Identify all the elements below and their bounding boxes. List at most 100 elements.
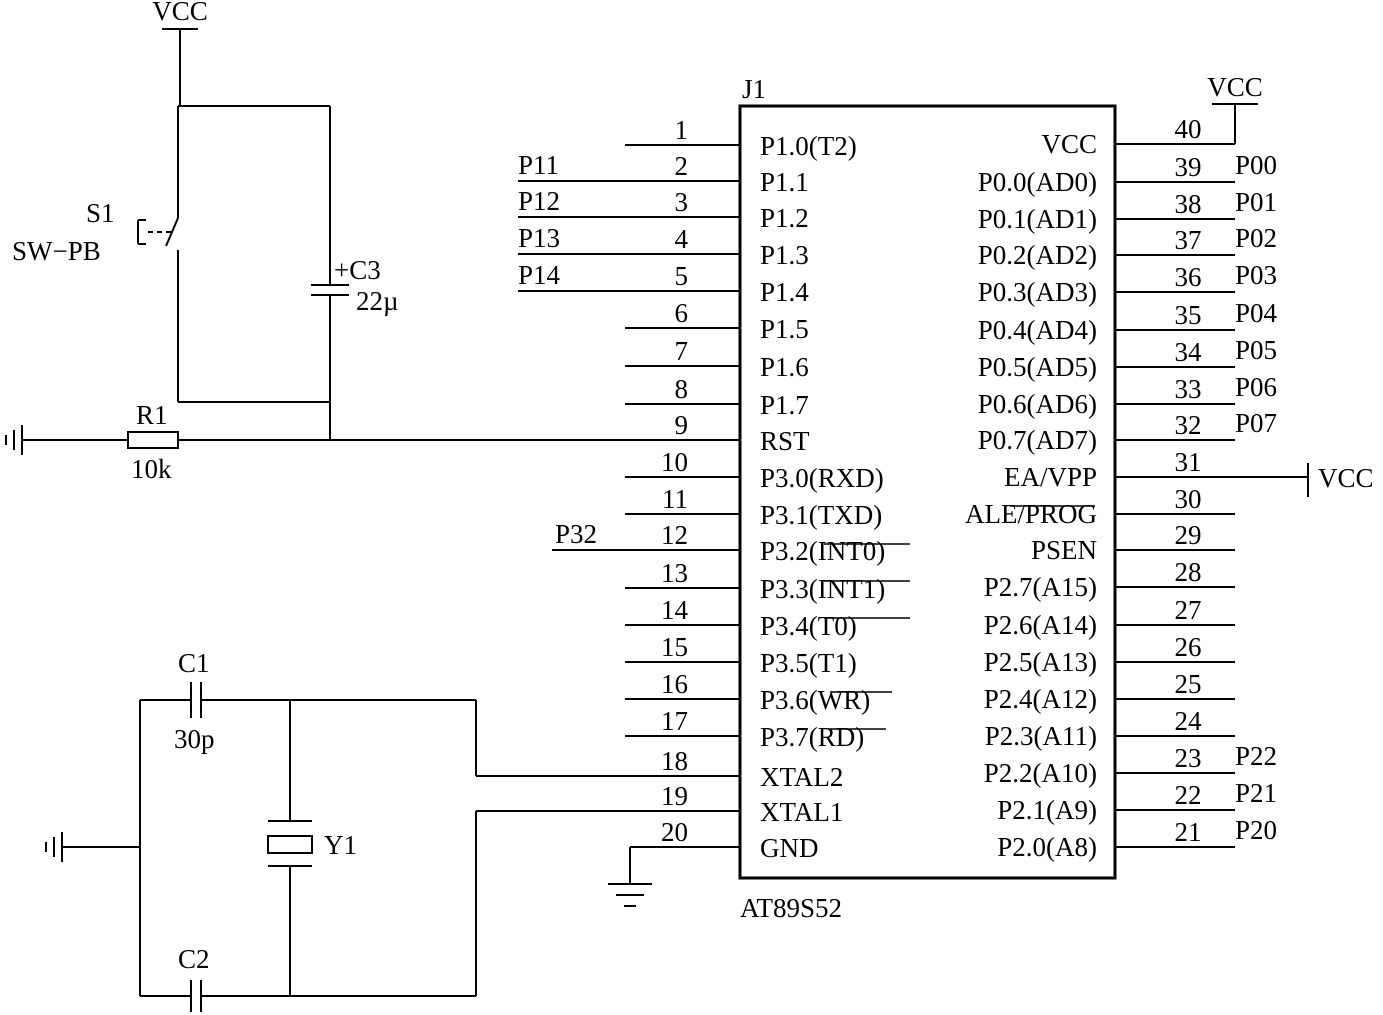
pin-name: P3.0(RXD) xyxy=(760,463,884,493)
chip-designator: J1 xyxy=(742,74,766,104)
pin-name: P2.7(A15) xyxy=(984,572,1097,602)
c2-ref: C2 xyxy=(178,944,210,974)
pin-number: 11 xyxy=(662,484,688,514)
net-label: P04 xyxy=(1235,298,1278,328)
switch-s1-ref: S1 xyxy=(86,198,115,228)
net-label: VCC xyxy=(1318,463,1374,493)
pin-name: ALE/PROG xyxy=(965,499,1097,529)
c3-value: 22µ xyxy=(356,286,399,316)
pin-number: 26 xyxy=(1175,632,1202,662)
pin-number: 16 xyxy=(661,669,688,699)
pin-name: P1.5 xyxy=(760,314,809,344)
left-pin-group: 1P1.0(T2)2P1.1P113P1.2P124P1.3P135P1.4P1… xyxy=(518,115,885,863)
pin-number: 18 xyxy=(661,746,688,776)
net-label: P12 xyxy=(518,186,560,216)
pin-number: 32 xyxy=(1175,410,1202,440)
resistor-r1-body xyxy=(127,431,179,449)
pin-number: 34 xyxy=(1175,337,1203,367)
switch-s1-blade xyxy=(165,217,179,247)
pin-name: P3.6(WR) xyxy=(760,685,870,715)
pin-number: 15 xyxy=(661,632,688,662)
pin-name: PSEN xyxy=(1031,535,1097,565)
pin-number: 10 xyxy=(661,447,688,477)
pin-number: 3 xyxy=(675,187,689,217)
pin-name: P1.0(T2) xyxy=(760,131,857,161)
pin-number: 14 xyxy=(661,595,689,625)
pin-name: P2.5(A13) xyxy=(984,647,1097,677)
net-label: P14 xyxy=(518,260,561,290)
pin-name: P3.1(TXD) xyxy=(760,500,882,530)
overbar-group xyxy=(824,505,1095,730)
pin-name: P1.7 xyxy=(760,390,809,420)
pin-name: XTAL1 xyxy=(760,797,843,827)
pin-number: 37 xyxy=(1175,225,1202,255)
pin-name: GND xyxy=(760,833,819,863)
net-label: P21 xyxy=(1235,778,1277,808)
pin-name: P2.1(A9) xyxy=(997,795,1097,825)
net-label: P20 xyxy=(1235,815,1277,845)
net-label: P07 xyxy=(1235,408,1277,438)
pin-name: P0.7(AD7) xyxy=(978,425,1097,455)
net-label: P01 xyxy=(1235,187,1277,217)
pin-name: P3.5(T1) xyxy=(760,648,857,678)
pin-name: P0.5(AD5) xyxy=(978,352,1097,382)
chip-body xyxy=(738,104,1117,880)
r1-ref: R1 xyxy=(136,400,168,430)
pin-number: 30 xyxy=(1175,484,1202,514)
pin-number: 36 xyxy=(1175,262,1202,292)
pin-number: 7 xyxy=(675,336,689,366)
pin-name: P2.3(A11) xyxy=(985,721,1097,751)
net-label: P22 xyxy=(1235,741,1277,771)
pin-number: 1 xyxy=(675,115,689,145)
pin-number: 20 xyxy=(661,817,688,847)
net-label: P00 xyxy=(1235,150,1277,180)
pin-name: EA/VPP xyxy=(1004,462,1097,492)
pin-number: 24 xyxy=(1175,706,1203,736)
pin-name: P1.1 xyxy=(760,167,809,197)
pin-number: 17 xyxy=(661,706,688,736)
pin-number: 31 xyxy=(1175,447,1202,477)
pin-number: 29 xyxy=(1175,520,1202,550)
pin-name: P0.1(AD1) xyxy=(978,204,1097,234)
pin-number: 27 xyxy=(1175,595,1202,625)
pin-name: P3.4(T0) xyxy=(760,611,857,641)
c1-ref: C1 xyxy=(178,648,210,678)
pin-number: 21 xyxy=(1175,817,1202,847)
pin-number: 2 xyxy=(675,151,689,181)
y1-ref: Y1 xyxy=(324,830,357,860)
pin-name: P0.6(AD6) xyxy=(978,389,1097,419)
pin-name: VCC xyxy=(1041,129,1097,159)
pin-name: P3.7(RD) xyxy=(760,722,864,752)
pin-number: 38 xyxy=(1175,189,1202,219)
pin-name: P1.4 xyxy=(760,277,809,307)
chip-part-number: AT89S52 xyxy=(740,893,842,923)
pin-name: P1.6 xyxy=(760,352,809,382)
pin-name: RST xyxy=(760,426,810,456)
pin-name: P2.0(A8) xyxy=(997,832,1097,862)
pin-name: P2.4(A12) xyxy=(984,684,1097,714)
pin-number: 6 xyxy=(675,298,689,328)
net-label: P06 xyxy=(1235,372,1277,402)
net-label: P32 xyxy=(555,519,597,549)
net-label: P03 xyxy=(1235,260,1277,290)
pin-name: P2.2(A10) xyxy=(984,758,1097,788)
net-label: P02 xyxy=(1235,223,1277,253)
vcc-label-pin40: VCC xyxy=(1207,72,1263,102)
pin-number: 8 xyxy=(675,374,689,404)
c1-value: 30p xyxy=(174,724,215,754)
pin-number: 12 xyxy=(661,520,688,550)
vcc-label-top: VCC xyxy=(152,0,208,26)
pin-number: 4 xyxy=(675,224,689,254)
pin-name: P0.3(AD3) xyxy=(978,277,1097,307)
pin-number: 35 xyxy=(1175,300,1202,330)
crystal-y1-body xyxy=(267,835,313,854)
pin-number: 33 xyxy=(1175,374,1202,404)
c3-ref: +C3 xyxy=(334,255,381,285)
net-label: P11 xyxy=(518,150,559,180)
pin-name: P3.2(INT0) xyxy=(760,536,885,566)
pin-number: 19 xyxy=(661,781,688,811)
pin-name: P0.4(AD4) xyxy=(978,315,1097,345)
pin-number: 5 xyxy=(675,261,689,291)
net-label: P05 xyxy=(1235,335,1277,365)
